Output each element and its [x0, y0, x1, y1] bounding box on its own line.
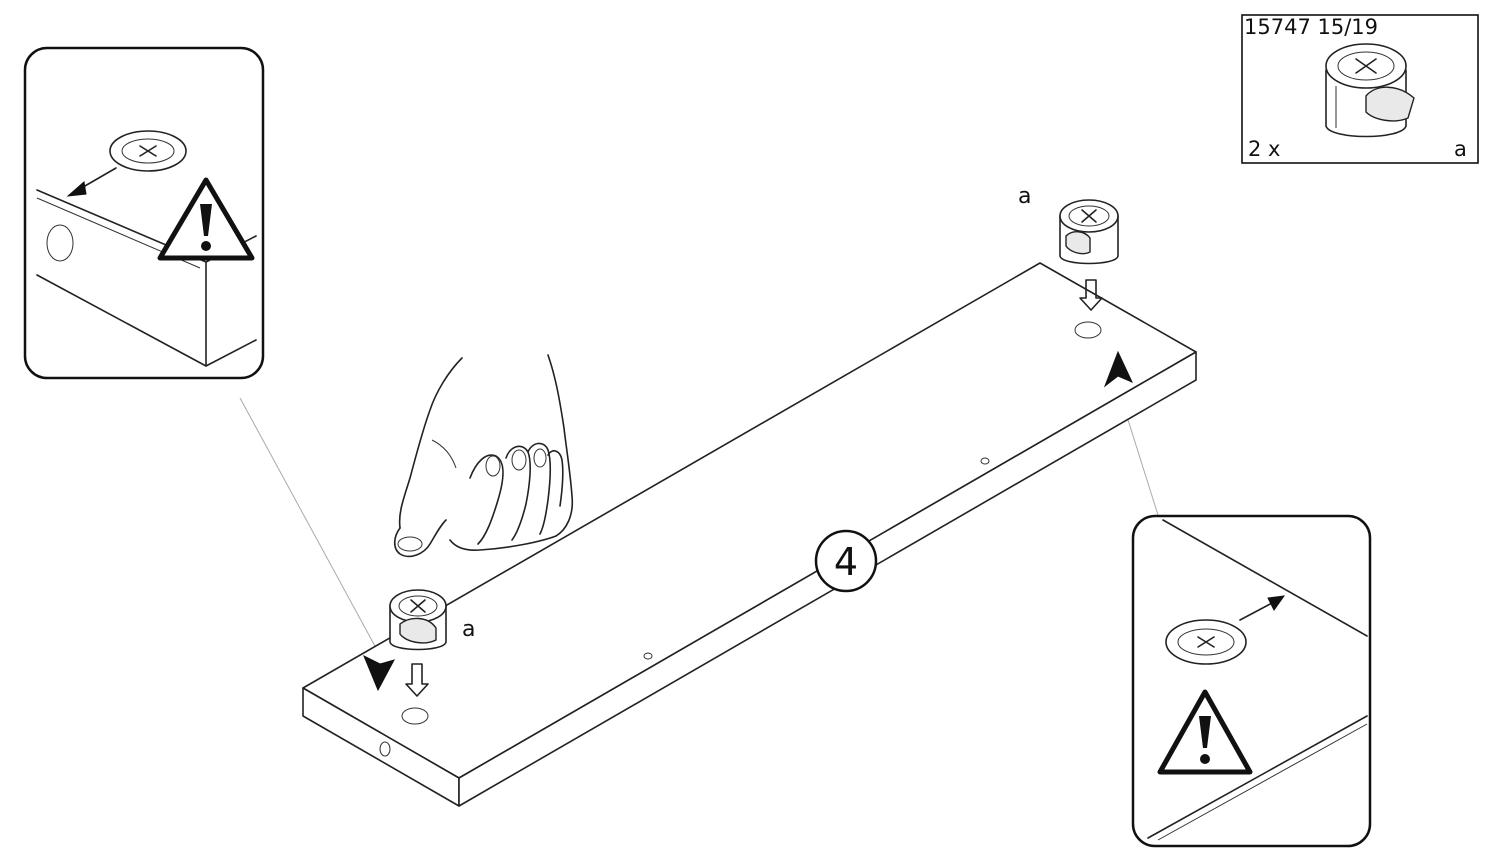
pin-hole — [643, 652, 653, 660]
part-quantity: 2 x — [1248, 137, 1280, 161]
cam-fitting-top-view — [1165, 619, 1247, 665]
pin-hole — [980, 457, 990, 465]
cam-lock-fitting-left — [389, 589, 447, 651]
step-number-badge: 4 — [814, 529, 878, 593]
rotation-arrow-icon — [1103, 350, 1134, 388]
part-label-right: a — [1018, 184, 1031, 209]
part-info-box: 15747 15/19 2 x a — [1241, 14, 1479, 164]
article-code: 15747 15/19 — [1244, 15, 1378, 39]
insert-down-arrow-icon — [1079, 279, 1103, 311]
part-box-letter: a — [1454, 137, 1467, 161]
step-number: 4 — [834, 540, 858, 584]
warning-triangle-icon — [157, 177, 255, 261]
rotation-arrow-icon — [363, 654, 395, 692]
insert-down-arrow-icon — [405, 663, 429, 697]
hand-pressing-icon — [393, 354, 574, 558]
leader-line-left — [239, 397, 389, 671]
shelf-board — [302, 262, 1197, 807]
cam-lock-fitting-right — [1059, 199, 1119, 265]
callout-detail-right — [1131, 514, 1372, 848]
callout-detail-left — [23, 46, 265, 380]
cam-hole-left — [401, 707, 429, 725]
cam-hole-right — [1074, 321, 1102, 339]
dowel-hole-edge — [379, 741, 391, 757]
cam-fitting-top-view — [109, 130, 187, 172]
part-label-left: a — [462, 617, 475, 642]
cam-lock-fitting-icon — [1325, 43, 1415, 138]
warning-triangle-icon — [1157, 689, 1253, 775]
